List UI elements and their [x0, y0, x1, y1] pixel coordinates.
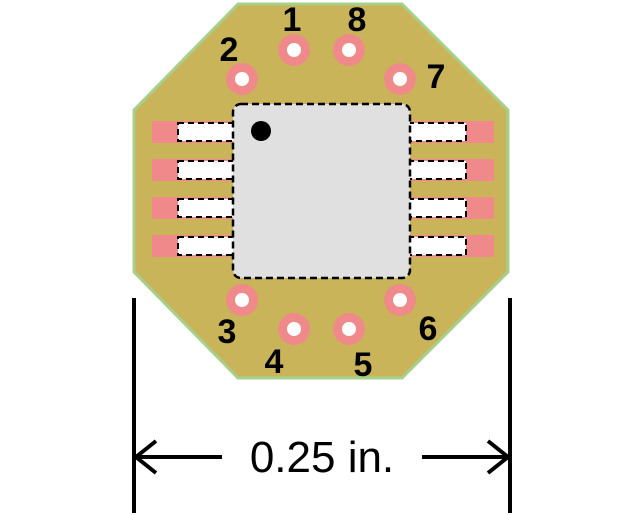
via-hole: [393, 293, 407, 307]
pin-label-4: 4: [265, 343, 284, 381]
lead-outline: [407, 198, 467, 218]
arrowhead-right-icon: [486, 439, 512, 475]
pin-label-5: 5: [354, 346, 373, 384]
via-hole: [235, 293, 249, 307]
lead-outline: [407, 236, 467, 256]
pin-label-3: 3: [218, 313, 237, 351]
chip-body: [231, 102, 412, 280]
pin-label-6: 6: [419, 310, 438, 348]
dimension-label: 0.25 in.: [250, 433, 394, 482]
arrowhead-left-icon: [132, 439, 158, 475]
via-hole: [342, 43, 356, 57]
lead-outline: [177, 198, 237, 218]
pin-label-1: 1: [283, 1, 302, 39]
pin-labels: 1 2 3 4 5 6 7 8: [218, 1, 446, 384]
left-leads: [177, 122, 237, 256]
pin-label-7: 7: [427, 58, 446, 96]
pin1-indicator-dot: [251, 121, 271, 141]
pin-label-2: 2: [220, 31, 239, 69]
via-hole: [393, 72, 407, 86]
lead-outline: [177, 160, 237, 180]
via-hole: [235, 72, 249, 86]
via-hole: [342, 322, 356, 336]
vias: [226, 34, 416, 345]
lead-outline: [177, 122, 237, 142]
right-leads: [407, 122, 467, 256]
lead-outline: [407, 160, 467, 180]
pin-label-8: 8: [348, 1, 367, 39]
lead-outline: [177, 236, 237, 256]
via-hole: [287, 322, 301, 336]
via-hole: [287, 43, 301, 57]
dimension-marker: 0.25 in.: [132, 298, 512, 513]
lead-outline: [407, 122, 467, 142]
